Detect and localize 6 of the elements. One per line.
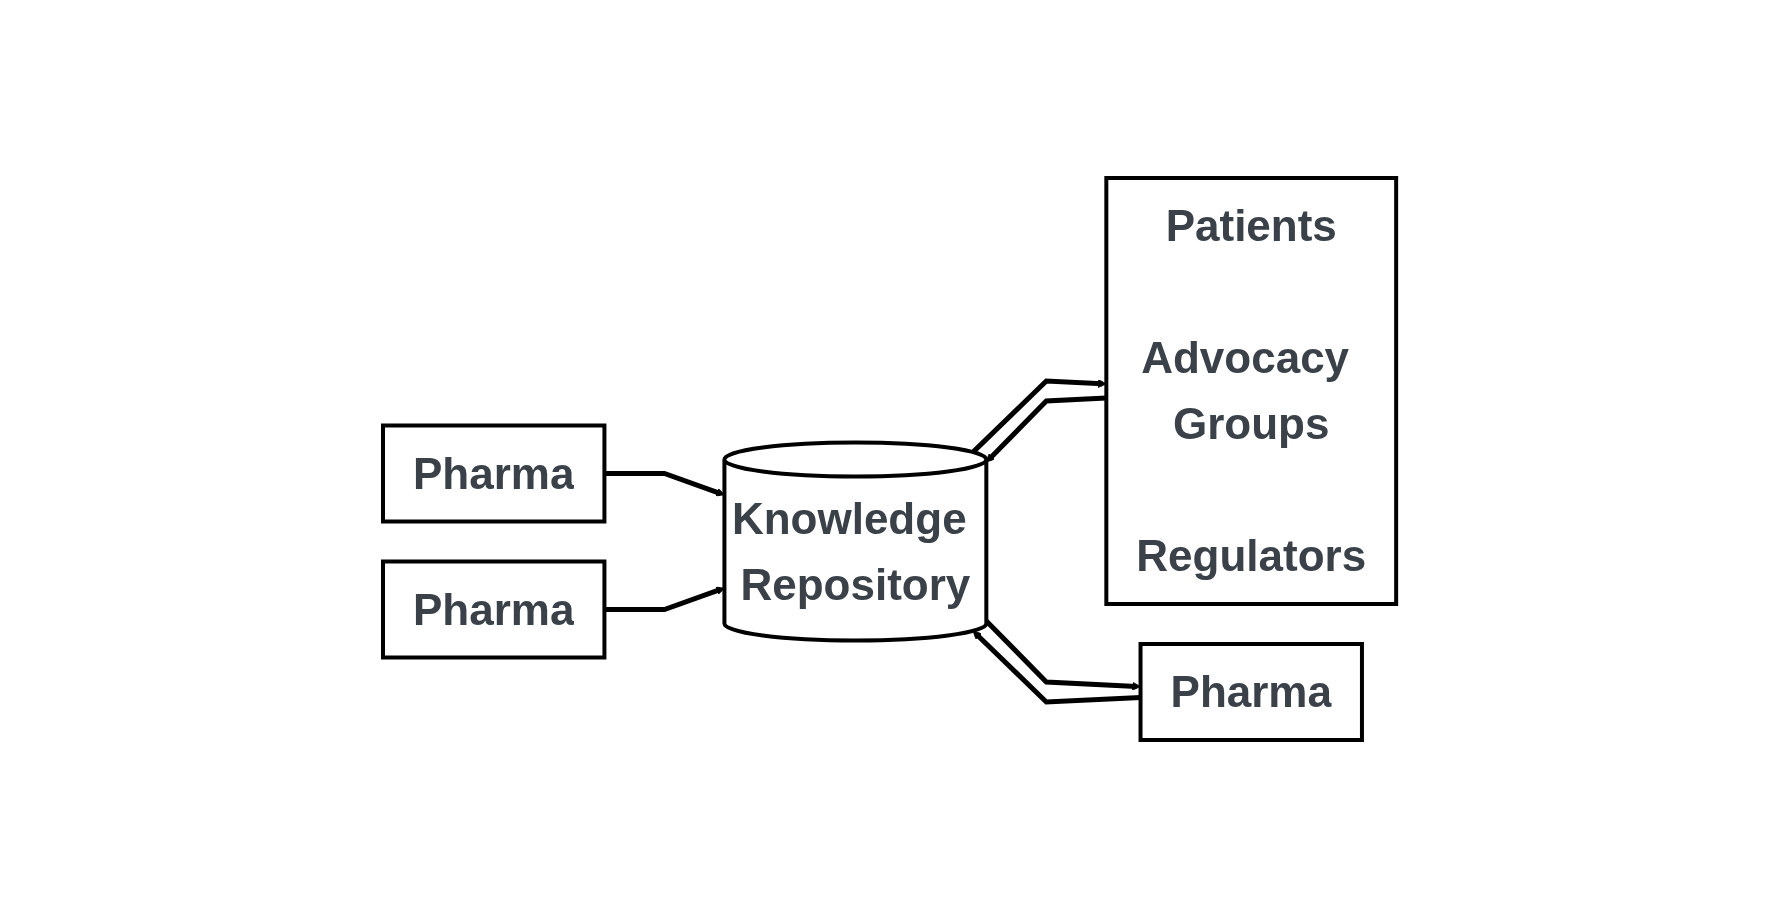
node-box: Patients Advocacy Groups Regulators — [1104, 176, 1399, 606]
arrow — [604, 586, 725, 612]
node-box: Pharma — [380, 423, 607, 524]
node-box: Pharma — [1138, 642, 1364, 742]
node-box: Pharma — [380, 559, 607, 660]
arrow — [604, 471, 725, 497]
